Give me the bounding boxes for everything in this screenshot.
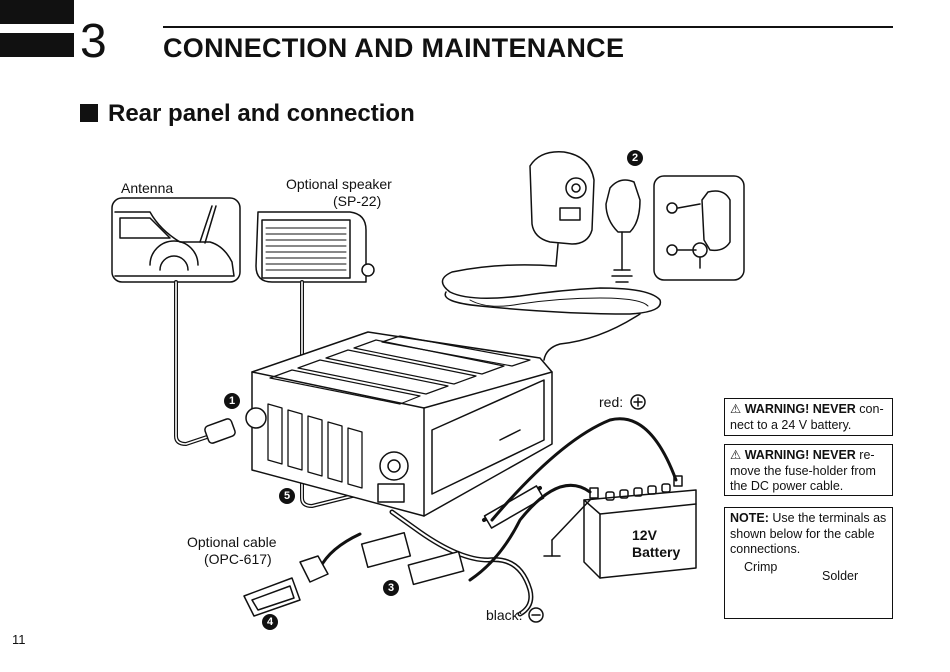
callout-1: 1	[224, 393, 240, 409]
chapter-number: 3	[80, 15, 107, 68]
speaker-illustration	[255, 211, 375, 283]
callout-4: 4	[262, 614, 278, 630]
microphone-illustration	[529, 151, 595, 267]
warning-box-1: ⚠ WARNING! NEVER con-nect to a 24 V batt…	[724, 398, 893, 436]
speaker-label-line2: (SP-22)	[333, 193, 382, 209]
crimp-label: Crimp	[744, 560, 778, 574]
warning-box-2: ⚠ WARNING! NEVER re-move the fuse-holder…	[724, 444, 893, 496]
page-number: 11	[12, 632, 26, 647]
antenna-label: Antenna	[121, 180, 174, 196]
section-title: Rear panel and connection	[80, 100, 415, 128]
header-rule	[163, 26, 893, 28]
note-box: NOTE: Use the terminals as shown below f…	[724, 507, 893, 619]
warning-icon: ⚠	[730, 402, 742, 416]
mic-hanger-illustration	[605, 179, 641, 283]
speaker-label-line1: Optional speaker	[286, 176, 392, 192]
solder-label: Solder	[822, 569, 859, 583]
car-antenna-illustration	[111, 197, 241, 283]
minus-icon	[528, 607, 544, 623]
callout-2: 2	[627, 150, 643, 166]
chapter-title: CONNECTION AND MAINTENANCE	[163, 33, 625, 63]
cable-label-line1: Optional cable	[187, 534, 277, 550]
battery-label-line1: 12V	[632, 527, 657, 543]
battery-label-line2: Battery	[632, 544, 681, 560]
callout-5: 5	[279, 488, 295, 504]
square-bullet-icon	[80, 104, 98, 122]
warning2-text: re-move the fuse-holder from the DC powe…	[730, 448, 876, 493]
warning1-text: con-nect to a 24 V battery.	[730, 402, 884, 432]
black-lead-label: black:	[486, 607, 523, 623]
warning2-lead: WARNING! NEVER	[744, 448, 856, 462]
callout-3: 3	[383, 580, 399, 596]
battery-illustration	[543, 475, 697, 579]
note-text: Use the terminals as shown below for the…	[730, 511, 887, 556]
cable-label-line2: (OPC-617)	[204, 551, 272, 567]
chapter-tab-bottom	[0, 33, 74, 57]
section-title-text: Rear panel and connection	[108, 100, 415, 127]
db9-connector-illustration	[243, 555, 329, 617]
red-lead-label: red:	[599, 394, 624, 410]
chapter-tab-top	[0, 0, 74, 24]
transceiver-illustration	[245, 331, 553, 517]
note-lead: NOTE:	[730, 511, 769, 525]
warning1-lead: WARNING! NEVER	[744, 402, 856, 416]
warning-icon: ⚠	[730, 448, 742, 462]
plus-icon	[630, 394, 646, 410]
